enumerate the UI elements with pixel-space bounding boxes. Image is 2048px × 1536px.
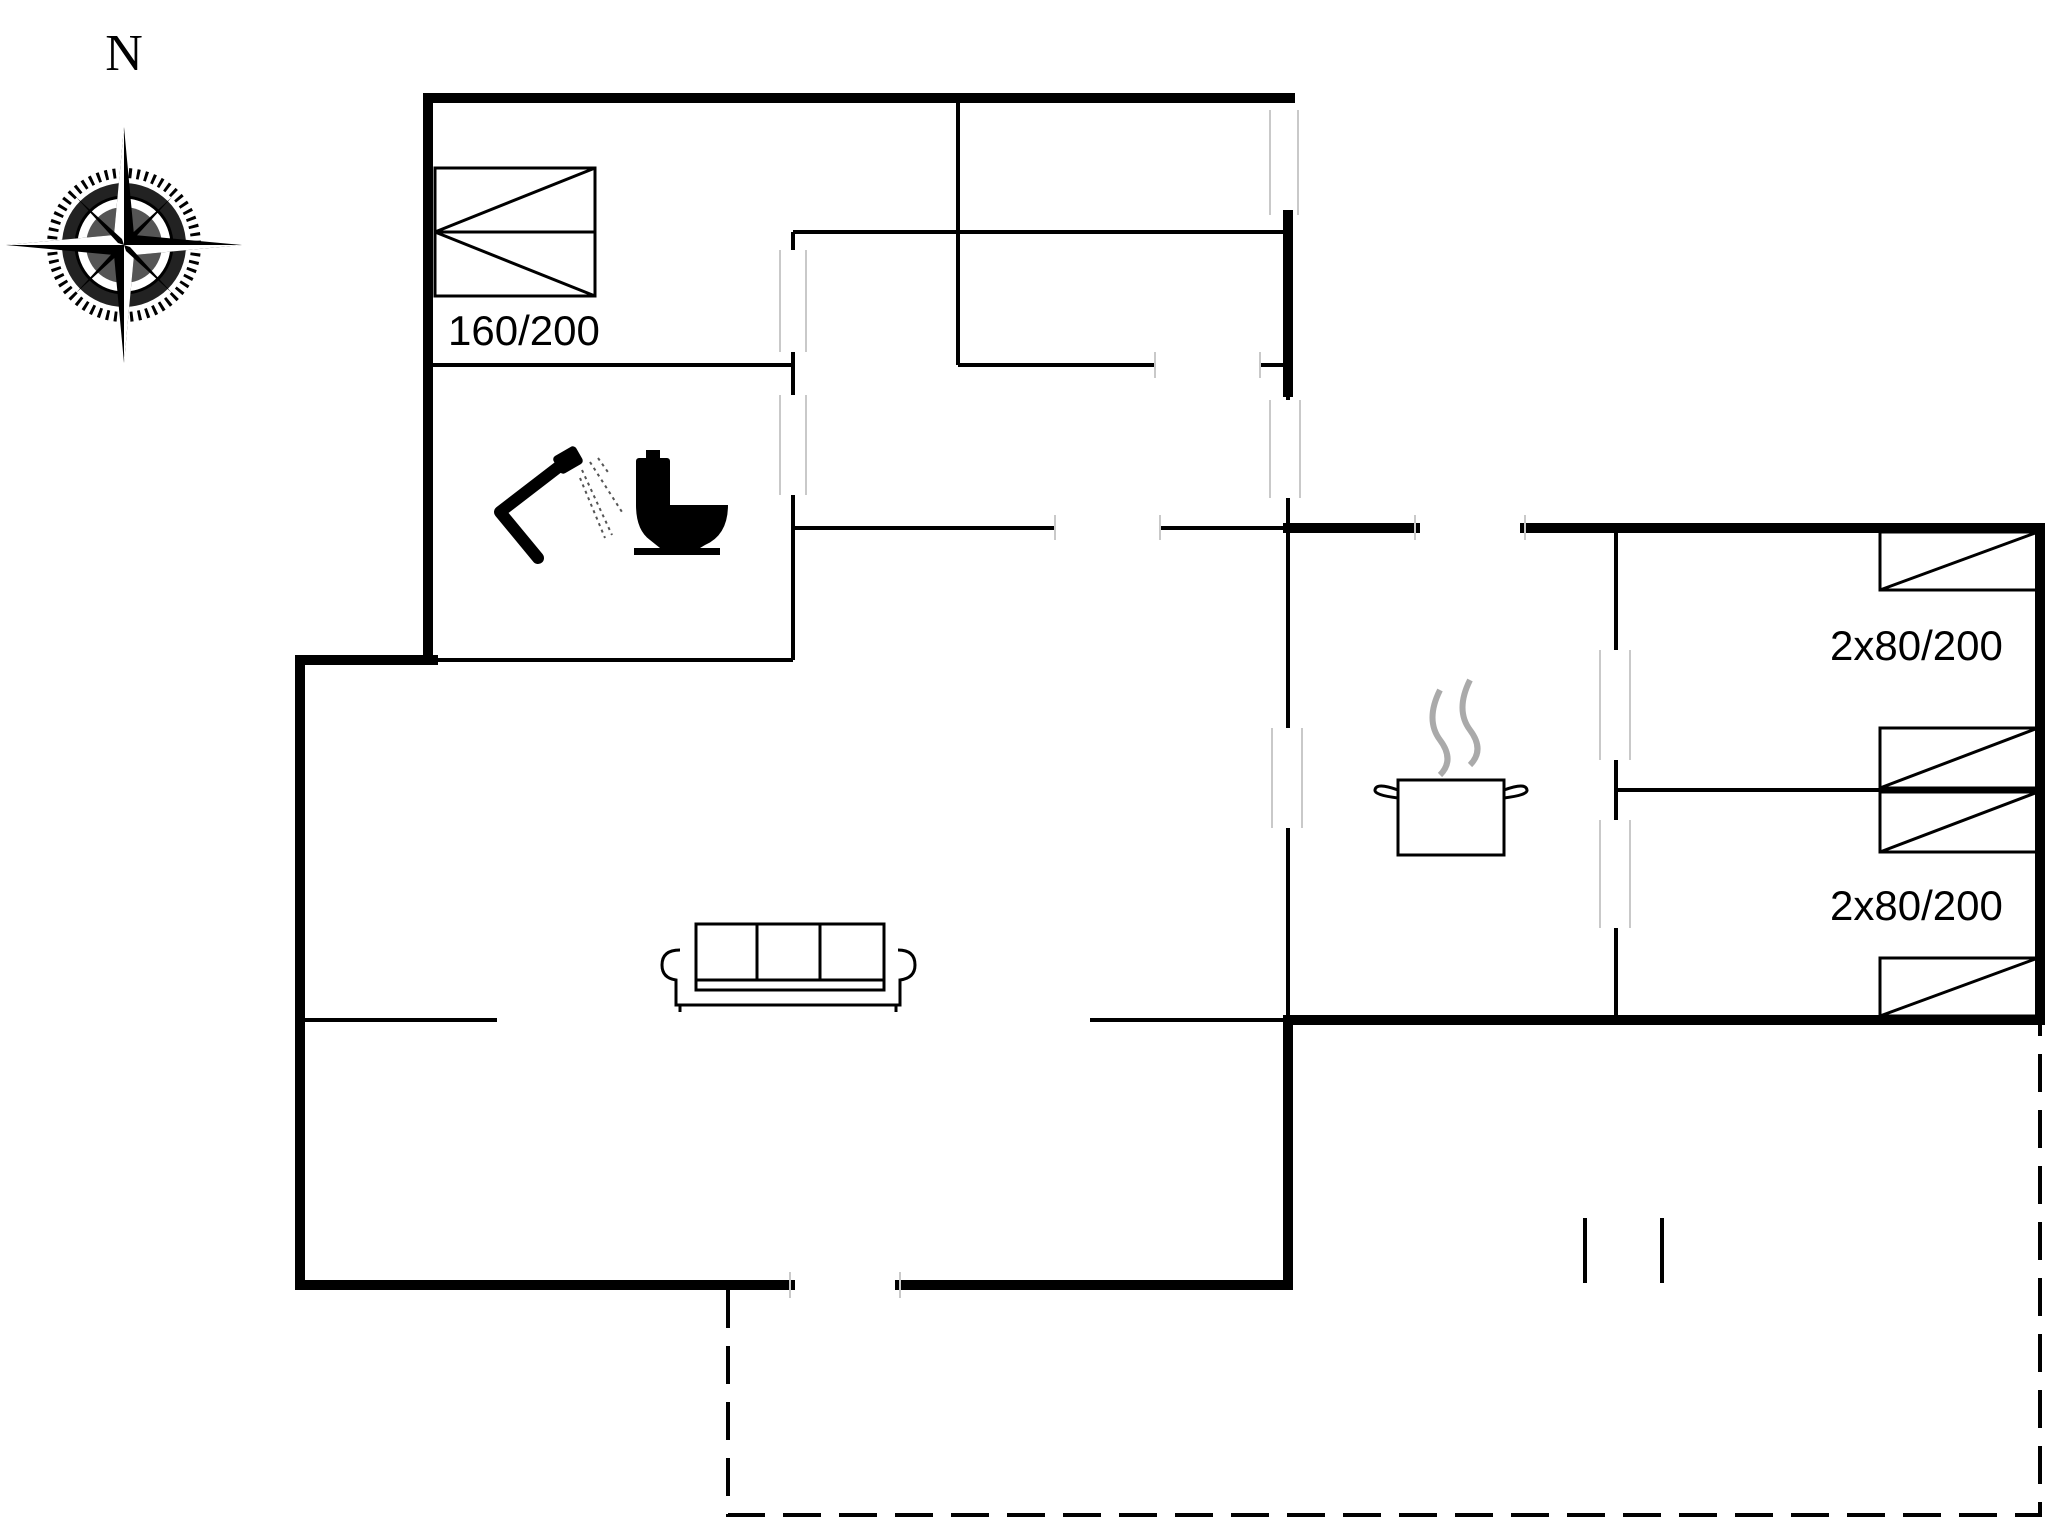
exterior-walls bbox=[295, 93, 2045, 1290]
compass-rose-icon bbox=[6, 127, 242, 363]
bed-size-label-double: 160/200 bbox=[448, 307, 600, 354]
sofa-icon bbox=[660, 922, 917, 1012]
twin-bed-lower bbox=[1878, 956, 2040, 1018]
twin-bed-middle bbox=[1878, 726, 2040, 854]
compass: N bbox=[6, 25, 242, 363]
bed-size-label-twin-1: 2x80/200 bbox=[1830, 622, 2003, 669]
cooking-pot-icon bbox=[1373, 678, 1529, 857]
terrace-outline bbox=[726, 1022, 2042, 1517]
toilet-icon bbox=[634, 450, 728, 555]
north-label: N bbox=[105, 25, 143, 82]
door-openings bbox=[779, 110, 1631, 1298]
double-bed bbox=[433, 166, 597, 298]
shower-icon bbox=[494, 446, 623, 564]
twin-bed-upper bbox=[1878, 530, 2040, 592]
interior-walls bbox=[300, 98, 2040, 1283]
bed-size-label-twin-2: 2x80/200 bbox=[1830, 882, 2003, 929]
